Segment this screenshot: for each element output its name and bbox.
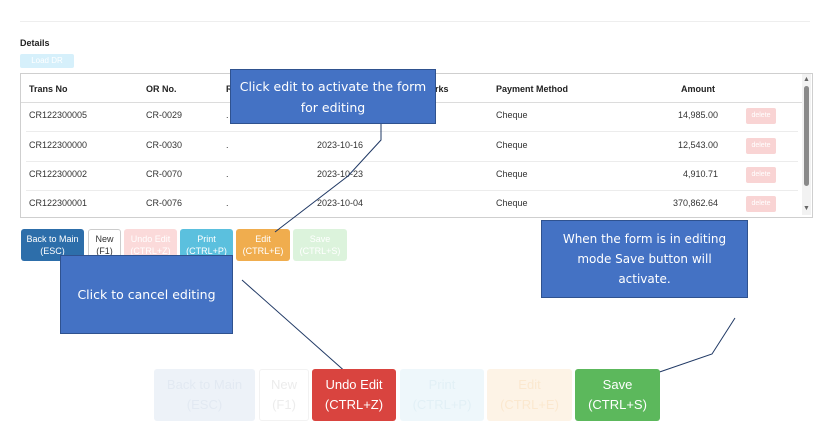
edit-callout: Click edit to activate the form for edit… bbox=[230, 69, 436, 124]
undo-edit-button-large[interactable]: Undo Edit (CTRL+Z) bbox=[312, 369, 396, 421]
button-shortcut: (F1) bbox=[96, 246, 113, 256]
button-label: Undo Edit bbox=[325, 377, 383, 392]
button-label: Save bbox=[309, 234, 331, 244]
button-label: Edit bbox=[255, 234, 271, 244]
button-label: New bbox=[95, 234, 114, 244]
edit-button[interactable]: Edit (CTRL+E) bbox=[236, 229, 290, 261]
delete-button[interactable]: delete bbox=[746, 138, 776, 154]
button-shortcut: (CTRL+Z) bbox=[130, 246, 171, 256]
delete-button[interactable]: delete bbox=[746, 167, 776, 183]
caret-up-icon[interactable]: ▲ bbox=[803, 76, 810, 83]
button-label: Edit bbox=[518, 377, 541, 392]
button-shortcut: (CTRL+Z) bbox=[324, 397, 384, 412]
cell-payment: Cheque bbox=[496, 110, 528, 120]
button-label: Print bbox=[428, 377, 456, 392]
cell-r: . bbox=[226, 169, 229, 179]
save-button[interactable]: Save (CTRL+S) bbox=[293, 229, 347, 261]
header-payment-method: Payment Method bbox=[496, 84, 569, 94]
button-shortcut: (CTRL+S) bbox=[588, 397, 647, 412]
load-dr-button[interactable]: Load DR bbox=[20, 54, 74, 68]
cell-trans-no: CR122300000 bbox=[29, 140, 88, 150]
header-trans-no: Trans No bbox=[29, 84, 68, 94]
button-shortcut: (CTRL+E) bbox=[500, 397, 559, 412]
table-row[interactable]: CR122300001 CR-0076 . 2023-10-04 Cheque … bbox=[26, 190, 798, 219]
cell-date: 2023-10-04 bbox=[317, 198, 364, 208]
table-row[interactable]: CR122300000 CR-0030 . 2023-10-16 Cheque … bbox=[26, 132, 798, 162]
cell-or-no: CR-0076 bbox=[146, 198, 183, 208]
cell-r: . bbox=[226, 140, 229, 150]
cell-r: . bbox=[226, 110, 229, 120]
cell-payment: Cheque bbox=[496, 198, 528, 208]
button-label: Save bbox=[602, 377, 633, 392]
cell-or-no: CR-0029 bbox=[146, 110, 183, 120]
save-connector-line bbox=[644, 317, 736, 378]
cell-trans-no: CR122300005 bbox=[29, 110, 88, 120]
button-shortcut: (CTRL+S) bbox=[299, 246, 341, 256]
header-r: R bbox=[226, 84, 233, 94]
button-label: Back to Main bbox=[26, 234, 79, 244]
cancel-callout: Click to cancel editing bbox=[60, 255, 233, 334]
button-shortcut: (ESC) bbox=[40, 246, 65, 256]
caret-down-icon[interactable]: ▼ bbox=[803, 205, 810, 212]
cancel-connector-line bbox=[241, 279, 349, 375]
header-or-no: OR No. bbox=[146, 84, 177, 94]
new-button-large[interactable]: New (F1) bbox=[259, 369, 309, 421]
cell-amount: 4,910.71 bbox=[682, 169, 718, 179]
cell-r: . bbox=[226, 198, 229, 208]
button-shortcut: (CTRL+P) bbox=[412, 397, 472, 412]
button-shortcut: (CTRL+P) bbox=[186, 246, 227, 256]
button-label: New bbox=[270, 377, 297, 392]
cell-amount: 12,543.00 bbox=[677, 140, 718, 150]
print-button-large[interactable]: Print (CTRL+P) bbox=[400, 369, 484, 421]
cell-date: 2023-10-16 bbox=[317, 140, 364, 150]
cell-or-no: CR-0070 bbox=[146, 169, 183, 179]
table-row[interactable]: CR122300005 CR-0029 . Cheque 14,985.00 d… bbox=[26, 102, 798, 132]
button-label: Print bbox=[197, 234, 216, 244]
save-button-large[interactable]: Save (CTRL+S) bbox=[575, 369, 660, 421]
cell-or-no: CR-0030 bbox=[146, 140, 183, 150]
cell-amount: 370,862.64 bbox=[672, 198, 718, 208]
scrollbar-thumb[interactable] bbox=[804, 86, 809, 186]
header-remarks: rks bbox=[435, 84, 449, 94]
header-amount: Amount bbox=[681, 84, 715, 94]
cell-trans-no: CR122300001 bbox=[29, 198, 88, 208]
cell-trans-no: CR122300002 bbox=[29, 169, 88, 179]
details-heading: Details bbox=[20, 38, 50, 48]
delete-button[interactable]: delete bbox=[746, 196, 776, 212]
button-shortcut: (F1) bbox=[272, 397, 296, 412]
delete-button[interactable]: delete bbox=[746, 108, 776, 124]
cell-amount: 14,985.00 bbox=[677, 110, 718, 120]
edit-button-large[interactable]: Edit (CTRL+E) bbox=[487, 369, 572, 421]
details-table: Trans No OR No. R rks Payment Method Amo… bbox=[20, 73, 813, 218]
edit-connector-line bbox=[274, 124, 382, 233]
cell-payment: Cheque bbox=[496, 140, 528, 150]
button-shortcut: (ESC) bbox=[186, 397, 223, 412]
save-callout: When the form is in editing mode Save bu… bbox=[541, 220, 748, 298]
button-shortcut: (CTRL+E) bbox=[242, 246, 284, 256]
button-label: Undo Edit bbox=[130, 234, 171, 244]
top-divider bbox=[20, 21, 810, 22]
table-row[interactable]: CR122300002 CR-0070 . 2023-10-23 Cheque … bbox=[26, 161, 798, 191]
cell-date: 2023-10-23 bbox=[317, 169, 364, 179]
cell-payment: Cheque bbox=[496, 169, 528, 179]
button-label: Back to Main bbox=[166, 377, 243, 392]
back-to-main-button-large[interactable]: Back to Main (ESC) bbox=[154, 369, 255, 421]
